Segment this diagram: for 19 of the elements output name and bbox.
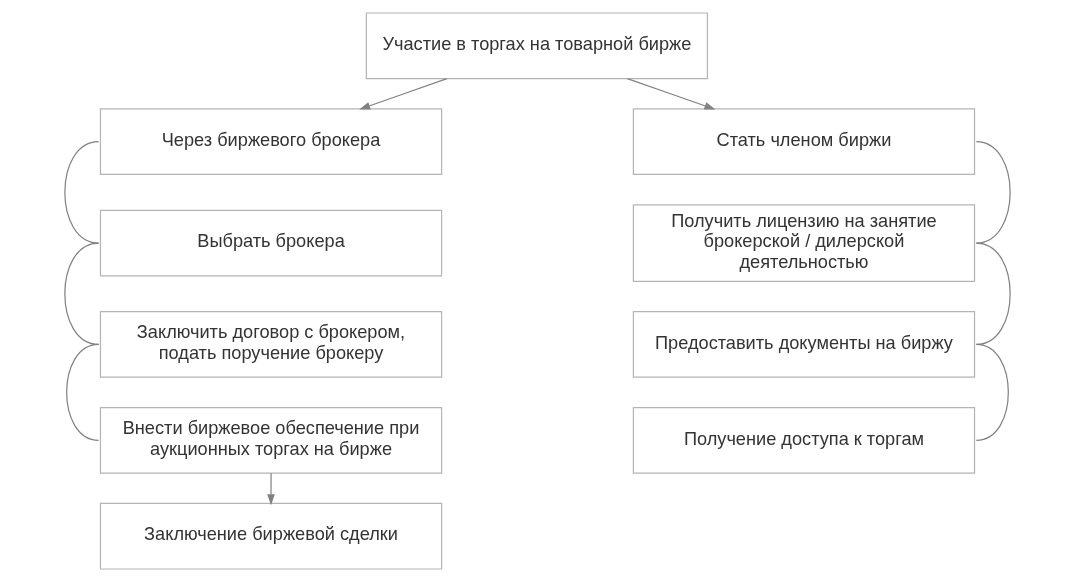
arrow [626, 78, 715, 110]
node-box: Внести биржевое обеспечение при аукционных торгах на бирже [99, 406, 442, 474]
connector [975, 242, 1011, 346]
connector [975, 343, 1009, 441]
node-box: Заключение биржевой сделки [99, 502, 442, 570]
node-box: Участие в торгах на товарной бирже [365, 12, 708, 80]
node-box: Через биржевого брокера [99, 108, 442, 176]
connector [975, 141, 1011, 244]
node-box: Получение доступа к торгам [632, 406, 975, 474]
connector [65, 343, 99, 441]
arrow [266, 472, 275, 506]
connector [63, 141, 99, 244]
node-box: Получить лицензию на занятие брокерской / дилерской деятельностью [632, 204, 975, 282]
node-box: Стать членом биржи [632, 108, 975, 176]
arrow [358, 78, 447, 110]
node-box: Предоставить документы на биржу [632, 311, 975, 378]
node-box: Заключить договор с брокером, подать поручение брокеру [99, 311, 442, 378]
node-box: Выбрать брокера [99, 209, 442, 277]
connector [63, 242, 99, 346]
